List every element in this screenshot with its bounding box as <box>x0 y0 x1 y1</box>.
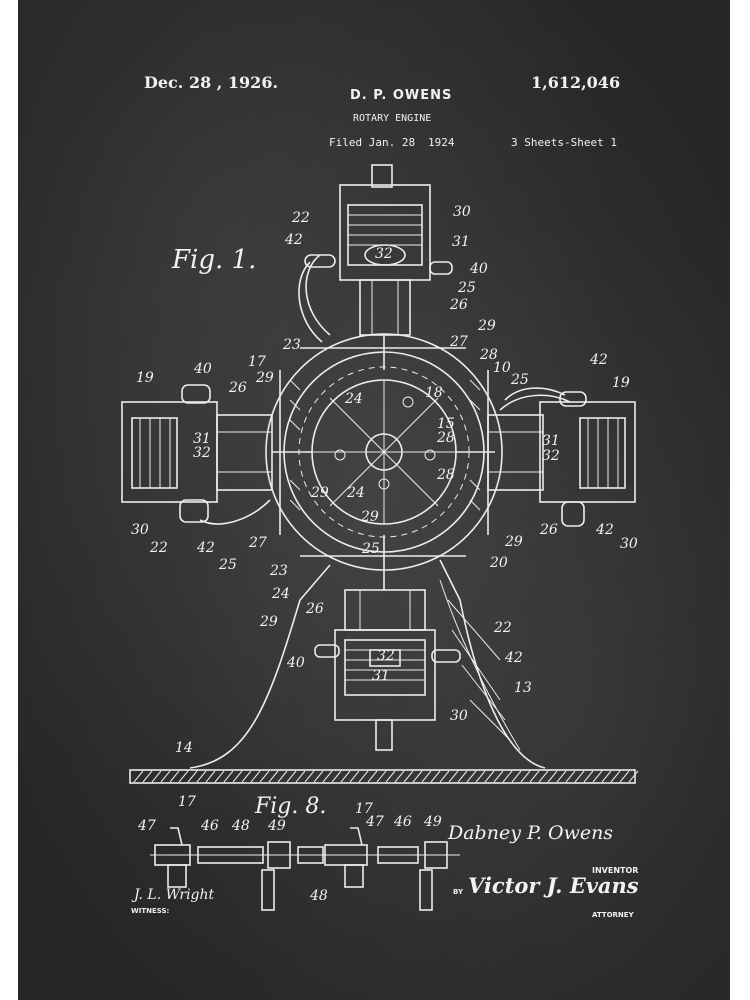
fig1-part-label-29: 29 <box>310 485 329 501</box>
inventor-heading: D. P. OWENS <box>350 88 453 103</box>
fig8-part-label-48: 48 <box>231 818 250 834</box>
bottom-cylinder <box>314 589 461 751</box>
fig1-part-label-27: 27 <box>449 334 468 350</box>
fig1-part-label-30: 30 <box>450 708 468 724</box>
fig1-part-label-32: 32 <box>375 246 393 262</box>
figure-1-caption: Fig. 1. <box>172 245 257 275</box>
fig1-part-label-28: 28 <box>436 430 455 446</box>
inventor-caption: INVENTOR <box>592 866 639 875</box>
fig1-part-label-30: 30 <box>453 204 471 220</box>
fig1-part-label-25: 25 <box>457 280 476 296</box>
fig1-part-label-28: 28 <box>479 347 498 363</box>
fig1-part-label-28: 28 <box>436 467 455 483</box>
fig1-part-label-31: 31 <box>193 431 211 447</box>
patent-title: ROTARY ENGINE <box>353 113 432 124</box>
fig1-part-label-42: 42 <box>589 352 608 368</box>
fig1-part-label-24: 24 <box>344 391 363 407</box>
fig1-part-label-32: 32 <box>377 648 395 664</box>
fig1-part-label-23: 23 <box>269 563 288 579</box>
fig1-part-label-24: 24 <box>271 586 290 602</box>
fig1-part-label-20: 20 <box>489 555 508 571</box>
fig8-part-label-49: 49 <box>267 818 286 834</box>
fig8-part-label-17: 17 <box>178 794 196 810</box>
chalkboard-background <box>18 0 730 1000</box>
attorney-caption: ATTORNEY <box>592 911 634 919</box>
right-cylinder <box>487 387 636 527</box>
fig1-part-label-15: 15 <box>437 416 455 432</box>
left-cylinder <box>121 384 273 525</box>
by-caption: BY <box>453 888 464 896</box>
figure-8-shaft-detail <box>150 827 460 911</box>
fig1-part-label-29: 29 <box>360 509 379 525</box>
witness-signature: J. L. Wright <box>134 887 215 903</box>
sheet-count: 3 Sheets-Sheet 1 <box>511 136 617 149</box>
witness-caption: WITNESS: <box>131 907 170 915</box>
fig1-part-label-26: 26 <box>228 380 247 396</box>
fig1-part-label-42: 42 <box>196 540 215 556</box>
fig1-part-label-40: 40 <box>286 655 305 671</box>
fig1-part-label-25: 25 <box>510 372 529 388</box>
fig1-part-label-18: 18 <box>425 385 443 401</box>
fig1-part-label-32: 32 <box>542 448 560 464</box>
fig8-part-label-48: 48 <box>309 888 328 904</box>
fig1-part-label-24: 24 <box>346 485 365 501</box>
top-cylinder <box>298 164 453 343</box>
fig1-part-label-31: 31 <box>372 668 390 684</box>
fig1-part-label-29: 29 <box>255 370 274 386</box>
fig1-part-label-23: 23 <box>282 337 301 353</box>
patent-date: Dec. 28 , 1926. <box>144 73 279 92</box>
fig1-part-label-29: 29 <box>259 614 278 630</box>
fig1-part-label-30: 30 <box>620 536 638 552</box>
fig8-part-label-46: 46 <box>393 814 412 830</box>
inventor-signature: Dabney P. Owens <box>448 822 614 844</box>
fig1-part-label-40: 40 <box>193 361 212 377</box>
fig1-part-label-26: 26 <box>305 601 324 617</box>
fig8-part-label-46: 46 <box>200 818 219 834</box>
fig8-part-label-47: 47 <box>137 818 156 834</box>
fig1-part-label-29: 29 <box>477 318 496 334</box>
fig1-part-label-25: 25 <box>218 557 237 573</box>
fig1-part-label-22: 22 <box>149 540 168 556</box>
fig1-part-label-42: 42 <box>284 232 303 248</box>
fig1-part-label-22: 22 <box>291 210 310 226</box>
patent-number: 1,612,046 <box>531 73 621 92</box>
fig1-part-label-32: 32 <box>193 445 211 461</box>
fig1-part-label-31: 31 <box>542 433 560 449</box>
fig1-part-label-10: 10 <box>493 360 511 376</box>
fig1-part-label-29: 29 <box>504 534 523 550</box>
fig8-part-label-47: 47 <box>365 814 384 830</box>
fig1-part-label-26: 26 <box>449 297 468 313</box>
fig1-part-label-40: 40 <box>469 261 488 277</box>
fig1-part-label-27: 27 <box>248 535 267 551</box>
filed-year: 1924 <box>428 136 455 149</box>
fig1-part-label-42: 42 <box>595 522 614 538</box>
fig1-part-label-22: 22 <box>493 620 512 636</box>
engine-base-stand <box>129 559 639 784</box>
fig1-part-label-30: 30 <box>131 522 149 538</box>
fig1-part-label-26: 26 <box>539 522 558 538</box>
fig1-part-label-19: 19 <box>136 370 154 386</box>
fig8-part-label-49: 49 <box>423 814 442 830</box>
fig1-part-label-31: 31 <box>452 234 470 250</box>
fig1-part-label-42: 42 <box>504 650 523 666</box>
fig8-part-label-17: 17 <box>355 801 373 817</box>
filed-date: Filed Jan. 28 <box>329 136 416 149</box>
central-crankcase <box>265 333 503 590</box>
fig1-part-label-17: 17 <box>248 354 266 370</box>
fig1-part-label-13: 13 <box>514 680 532 696</box>
attorney-signature: Victor J. Evans <box>468 873 639 898</box>
fig1-part-label-19: 19 <box>612 375 630 391</box>
figure-8-caption: Fig. 8. <box>255 794 327 819</box>
fig1-part-label-25: 25 <box>361 541 380 557</box>
fig1-part-label-14: 14 <box>175 740 193 756</box>
